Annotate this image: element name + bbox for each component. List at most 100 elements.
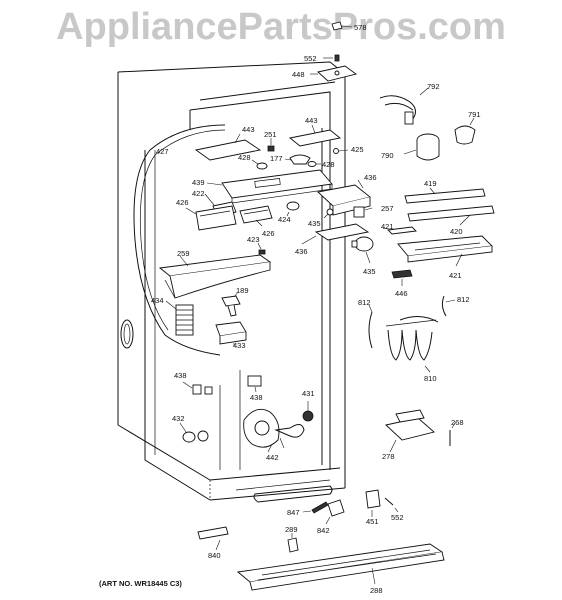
part-792 (379, 87, 429, 125)
callout-451: 451 (366, 517, 379, 526)
callout-420: 420 (450, 227, 463, 236)
callout-439: 439 (192, 178, 205, 187)
part-424 (286, 201, 300, 217)
callout-552-top: 552 (304, 54, 317, 63)
callout-251: 251 (264, 130, 277, 139)
part-434 (165, 300, 194, 336)
part-428-left (251, 159, 268, 170)
part-578 (331, 21, 353, 31)
callout-434: 434 (151, 296, 164, 305)
callout-840: 840 (208, 551, 221, 560)
part-812-right (441, 295, 456, 317)
callout-790: 790 (381, 151, 394, 160)
callout-442: 442 (266, 453, 279, 462)
callout-578: 578 (354, 23, 367, 32)
callout-421-lower: 421 (449, 271, 462, 280)
part-431 (302, 401, 314, 422)
part-426-right (239, 205, 273, 227)
part-791 (454, 117, 476, 145)
part-438-left (182, 381, 213, 395)
callout-424: 424 (278, 215, 291, 224)
callout-443-left: 443 (242, 125, 255, 134)
part-268 (449, 422, 456, 446)
part-842 (325, 499, 345, 525)
callout-436-lower: 436 (295, 247, 308, 256)
part-436-lower (301, 223, 370, 245)
part-812-left (368, 304, 373, 349)
callout-189: 189 (236, 286, 249, 295)
part-432 (179, 422, 209, 443)
part-552-bottom (384, 497, 399, 513)
part-847 (302, 501, 329, 514)
part-439 (206, 169, 333, 204)
callout-428-left: 428 (238, 153, 251, 162)
callout-810: 810 (424, 374, 437, 383)
part-840 (197, 526, 229, 551)
callout-448: 448 (292, 70, 305, 79)
part-810 (385, 316, 439, 373)
callout-842: 842 (317, 526, 330, 535)
callout-443-right: 443 (305, 116, 318, 125)
callout-278: 278 (382, 452, 395, 461)
callout-552-bottom: 552 (391, 513, 404, 522)
part-451 (365, 489, 381, 517)
callout-427: 427 (156, 147, 169, 156)
callout-177: 177 (270, 154, 283, 163)
callout-288: 288 (370, 586, 383, 595)
part-177-428 (284, 154, 321, 167)
callout-436-upper: 436 (364, 173, 377, 182)
callout-423: 423 (247, 235, 260, 244)
callout-257: 257 (381, 204, 394, 213)
part-421-lower (397, 235, 493, 267)
part-426-left (185, 205, 237, 231)
part-446 (391, 269, 413, 286)
part-790 (403, 133, 440, 161)
callout-431: 431 (302, 389, 315, 398)
part-442 (243, 408, 305, 453)
part-420 (407, 205, 495, 226)
part-423 (257, 242, 266, 255)
part-435-bulb (351, 236, 374, 264)
callout-791: 791 (468, 110, 481, 119)
callout-268: 268 (451, 418, 464, 427)
callout-426-right: 426 (262, 229, 275, 238)
part-419 (404, 187, 486, 204)
wire-harness-427 (133, 124, 226, 356)
callout-812-left: 812 (358, 298, 371, 307)
callout-792: 792 (427, 82, 440, 91)
part-552-top (323, 54, 340, 62)
callout-812-right: 812 (457, 295, 470, 304)
callout-446: 446 (395, 289, 408, 298)
callout-421-upper: 421 (381, 222, 394, 231)
part-251 (267, 138, 275, 152)
callout-422: 422 (192, 189, 205, 198)
part-425 (333, 148, 349, 154)
watermark: AppliancePartsPros.com (56, 6, 506, 48)
callout-428-right: 428 (322, 160, 335, 169)
part-278 (385, 409, 435, 453)
callout-847: 847 (287, 508, 300, 517)
callout-289: 289 (285, 525, 298, 534)
part-288 (236, 543, 445, 591)
cabinet-liner (117, 61, 346, 503)
part-438-right (247, 375, 262, 393)
part-259 (158, 254, 272, 299)
part-433 (215, 321, 247, 346)
part-448 (310, 65, 358, 82)
callout-438-right: 438 (250, 393, 263, 402)
callout-425: 425 (351, 145, 364, 154)
part-257 (353, 206, 373, 218)
part-443-left (194, 133, 262, 161)
callout-426-left: 426 (176, 198, 189, 207)
part-421-upper (382, 226, 417, 235)
part-436-upper (317, 179, 371, 216)
art-number: (ART NO. WR18445 C3) (99, 579, 182, 588)
part-435-upper (323, 208, 334, 219)
callout-432: 432 (172, 414, 185, 423)
part-443-right (288, 124, 342, 147)
part-289 (287, 533, 299, 553)
callout-433: 433 (233, 341, 246, 350)
part-189 (221, 291, 241, 317)
